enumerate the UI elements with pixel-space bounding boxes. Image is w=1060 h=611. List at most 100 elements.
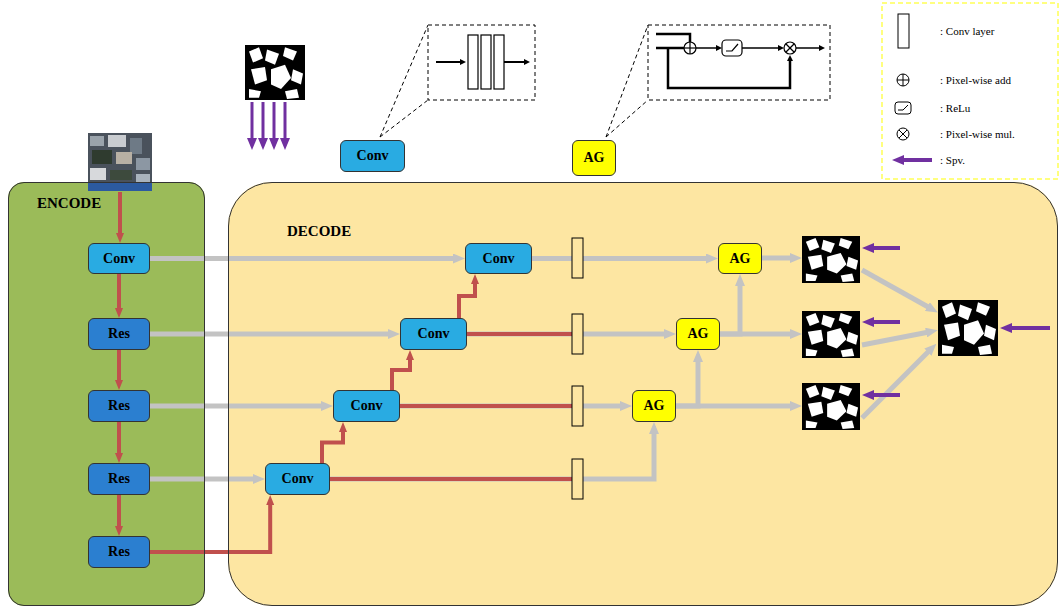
legend-text: : Spv. bbox=[940, 153, 965, 167]
block-label: Conv bbox=[357, 148, 389, 164]
block-label: AG bbox=[688, 326, 709, 342]
add-symbol bbox=[684, 47, 696, 48]
supervision-arrow bbox=[871, 320, 900, 324]
flow-arrow bbox=[796, 47, 820, 49]
connector-arrow bbox=[117, 495, 121, 528]
mul-symbol bbox=[897, 128, 909, 140]
conv-layer-symbol bbox=[898, 14, 909, 48]
image-detail bbox=[136, 174, 150, 182]
res-block: Res bbox=[88, 536, 150, 568]
image-detail bbox=[136, 158, 150, 170]
block-label: Conv bbox=[103, 251, 135, 267]
decoder-panel: DECODEConvConvConvConvAGAGAG bbox=[228, 182, 1058, 606]
image-detail bbox=[130, 138, 142, 154]
callout-leader bbox=[380, 25, 428, 137]
flow-line bbox=[656, 34, 690, 42]
res-block: Res bbox=[88, 390, 150, 422]
mul-symbol bbox=[899, 130, 907, 138]
connector-arrow bbox=[467, 332, 667, 337]
output-arrow bbox=[762, 256, 793, 261]
connector-arrow bbox=[392, 358, 410, 390]
image-detail bbox=[116, 152, 132, 164]
block-label: Res bbox=[108, 544, 130, 560]
flow-line bbox=[668, 48, 790, 88]
conv-layer-symbol bbox=[572, 386, 583, 426]
block-label: Res bbox=[108, 398, 130, 414]
attention-gate: AG bbox=[632, 390, 676, 422]
flow-arrow bbox=[696, 47, 717, 49]
fusion-arrow bbox=[862, 332, 929, 345]
panel-fill bbox=[228, 182, 1058, 606]
connector-arrow bbox=[150, 477, 256, 482]
image-detail bbox=[110, 170, 132, 180]
mul-symbol bbox=[899, 130, 907, 138]
supervision-arrow bbox=[251, 102, 254, 141]
feature-line bbox=[400, 404, 572, 408]
block-label: AG bbox=[584, 150, 605, 166]
supervision-arrow bbox=[871, 393, 900, 397]
supervision-arrow bbox=[901, 158, 932, 162]
fusion-arrow bbox=[862, 270, 930, 308]
fused-mask bbox=[938, 300, 998, 356]
conv-layer-symbol bbox=[494, 35, 504, 89]
flow-arrow bbox=[742, 47, 779, 49]
relu-symbol bbox=[898, 105, 908, 110]
conv-block: Conv bbox=[465, 243, 532, 274]
output-arrow bbox=[720, 332, 793, 337]
connector-arrow bbox=[117, 274, 121, 310]
callout-leader bbox=[606, 100, 648, 137]
legend-text: : Pixel-wise add bbox=[940, 73, 1011, 87]
label-mask bbox=[245, 45, 305, 100]
block-label: AG bbox=[730, 251, 751, 267]
supervision-arrow bbox=[871, 246, 900, 250]
connector-arrow bbox=[720, 283, 740, 334]
supervision-arrow bbox=[273, 102, 276, 141]
supervision-arrow bbox=[1009, 326, 1050, 330]
feature-line bbox=[330, 477, 572, 481]
legend-frame bbox=[882, 3, 1058, 179]
block-label: Res bbox=[108, 471, 130, 487]
mul-symbol bbox=[786, 44, 794, 52]
conv-layer-symbol bbox=[481, 35, 491, 89]
relu-symbol bbox=[722, 40, 742, 56]
conv-block: Conv bbox=[400, 318, 467, 350]
input-arrow bbox=[118, 192, 122, 235]
attention-gate: AG bbox=[718, 243, 762, 274]
legend-text: : Pixel-wise mul. bbox=[940, 127, 1015, 141]
supervision-arrow bbox=[262, 102, 265, 141]
connector-arrow bbox=[322, 430, 343, 463]
connector-arrow bbox=[400, 404, 623, 409]
conv-layer-symbol bbox=[572, 314, 583, 354]
callout-leader bbox=[606, 25, 648, 137]
flow-arrow bbox=[504, 61, 525, 63]
callout-leader bbox=[380, 100, 428, 137]
add-symbol bbox=[897, 80, 909, 81]
res-block: Res bbox=[88, 318, 150, 350]
attention-gate: AG bbox=[572, 140, 616, 176]
conv-layer-symbol bbox=[468, 35, 478, 89]
block-label: Conv bbox=[351, 398, 383, 414]
conv-block: Conv bbox=[88, 243, 150, 274]
connector-arrow bbox=[117, 422, 121, 455]
encoder-panel: ENCODEConvResResResRes bbox=[8, 182, 205, 606]
connector-arrow bbox=[150, 503, 270, 552]
block-label: Conv bbox=[282, 471, 314, 487]
connector-arrow bbox=[150, 256, 456, 261]
connector-arrow bbox=[150, 404, 324, 409]
block-label: Res bbox=[108, 326, 130, 342]
conv-block: Conv bbox=[265, 463, 330, 495]
image-detail bbox=[90, 168, 106, 180]
add-symbol bbox=[903, 74, 904, 86]
connector-arrow bbox=[150, 332, 391, 337]
connector-arrow bbox=[532, 256, 709, 261]
connector-arrow bbox=[117, 350, 121, 382]
conv-block: Conv bbox=[340, 140, 405, 172]
callout-frame bbox=[428, 25, 535, 100]
flow-arrow bbox=[436, 61, 461, 63]
conv-layer-symbol bbox=[572, 238, 583, 278]
res-block: Res bbox=[88, 463, 150, 495]
block-label: Conv bbox=[483, 251, 515, 267]
relu-symbol bbox=[895, 102, 911, 114]
